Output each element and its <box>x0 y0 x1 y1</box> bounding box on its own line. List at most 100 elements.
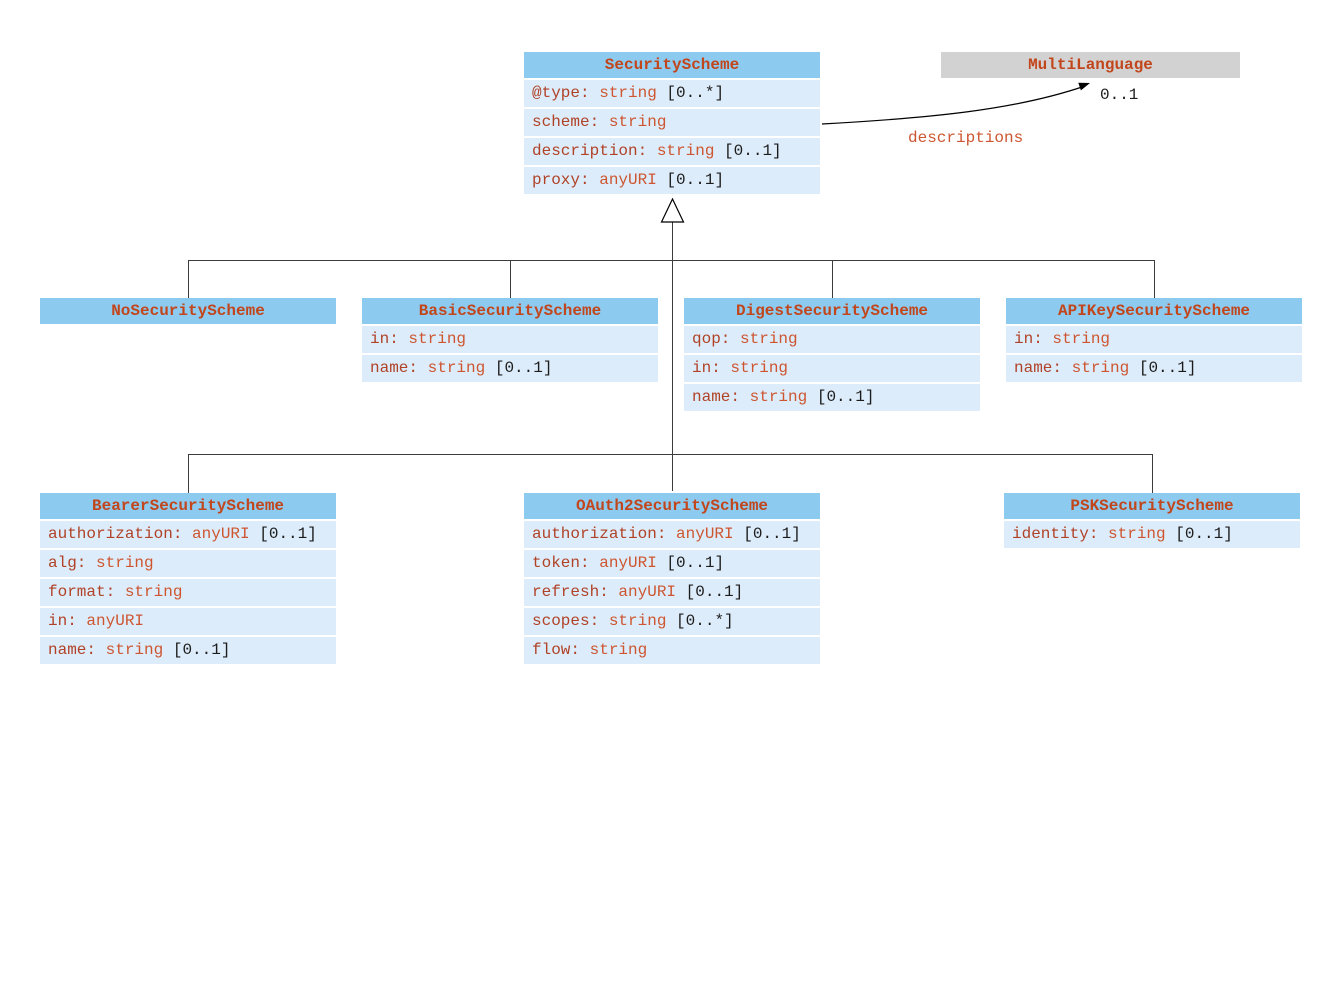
attribute-cardinality: [0..1] <box>163 641 231 659</box>
attribute-name: description: <box>532 142 648 160</box>
attribute-type: anyURI <box>182 525 250 543</box>
class-title: NoSecurityScheme <box>40 298 336 324</box>
attribute-cardinality: [0..1] <box>1165 525 1233 543</box>
attribute-type: string <box>589 84 657 102</box>
attribute-type: anyURI <box>608 583 677 601</box>
inheritance-connectors <box>187 222 1156 493</box>
association-arrowhead-icon <box>1078 82 1090 91</box>
attribute-name: authorization: <box>48 525 183 543</box>
attribute-type: string <box>599 113 667 131</box>
attribute-row: authorization: anyURI [0..1] <box>524 521 820 548</box>
attribute-name: name: <box>48 641 97 659</box>
class-bearer-security-scheme: BearerSecurityScheme authorization: anyU… <box>40 493 336 666</box>
attribute-type: string <box>1042 330 1111 348</box>
association-arrow <box>821 85 1086 125</box>
attribute-row: in: string <box>1006 326 1302 353</box>
attribute-row: authorization: anyURI [0..1] <box>40 521 336 548</box>
attribute-type: string <box>730 330 798 348</box>
attribute-cardinality: [0..1] <box>733 525 801 543</box>
attribute-type: string <box>115 583 183 601</box>
attribute-list: identity: string [0..1] <box>1004 521 1300 548</box>
attribute-type: string <box>647 142 715 160</box>
attribute-row: identity: string [0..1] <box>1004 521 1300 548</box>
attribute-row: in: string <box>684 355 980 382</box>
attribute-type: string <box>1098 525 1166 543</box>
attribute-name: name: <box>1014 359 1063 377</box>
attribute-row: in: string <box>362 326 658 353</box>
class-security-scheme: SecurityScheme @type: string [0..*]schem… <box>524 52 820 196</box>
attribute-row: name: string [0..1] <box>684 384 980 411</box>
attribute-name: in: <box>48 612 77 630</box>
attribute-row: proxy: anyURI [0..1] <box>524 167 820 194</box>
attribute-name: proxy: <box>532 171 590 189</box>
class-no-security-scheme: NoSecurityScheme <box>40 298 336 326</box>
class-title: BasicSecurityScheme <box>362 298 658 324</box>
attribute-type: anyURI <box>76 612 145 630</box>
attribute-type: string <box>96 641 164 659</box>
attribute-name: flow: <box>532 641 581 659</box>
class-multi-language: MultiLanguage <box>941 52 1240 80</box>
association-label: descriptions <box>908 129 1024 147</box>
class-psk-security-scheme: PSKSecurityScheme identity: string [0..1… <box>1004 493 1300 550</box>
attribute-row: @type: string [0..*] <box>524 80 820 107</box>
attribute-list: in: string name: string [0..1] <box>362 326 658 382</box>
attribute-row: scheme: string <box>524 109 820 136</box>
attribute-type: string <box>599 612 667 630</box>
attribute-name: in: <box>1014 330 1043 348</box>
attribute-type: string <box>398 330 467 348</box>
attribute-name: format: <box>48 583 116 601</box>
attribute-cardinality: [0..1] <box>485 359 553 377</box>
class-title: SecurityScheme <box>524 52 820 78</box>
attribute-name: qop: <box>692 330 731 348</box>
attribute-type: anyURI <box>589 554 657 572</box>
class-title: OAuth2SecurityScheme <box>524 493 820 519</box>
attribute-row: refresh: anyURI [0..1] <box>524 579 820 606</box>
attribute-row: flow: string <box>524 637 820 664</box>
attribute-cardinality: [0..1] <box>656 171 725 189</box>
attribute-type: string <box>86 554 154 572</box>
attribute-type: string <box>418 359 486 377</box>
attribute-name: scopes: <box>532 612 600 630</box>
attribute-row: name: string [0..1] <box>40 637 336 664</box>
attribute-cardinality: [0..1] <box>249 525 317 543</box>
attribute-name: in: <box>692 359 721 377</box>
attribute-cardinality: [0..1] <box>656 554 725 572</box>
attribute-type: anyURI <box>589 171 657 189</box>
attribute-row: description: string [0..1] <box>524 138 820 165</box>
class-title: APIKeySecurityScheme <box>1006 298 1302 324</box>
attribute-type: anyURI <box>666 525 734 543</box>
attribute-name: alg: <box>48 554 87 572</box>
class-title: PSKSecurityScheme <box>1004 493 1300 519</box>
attribute-name: identity: <box>1012 525 1099 543</box>
attribute-row: alg: string <box>40 550 336 577</box>
association-multiplicity: 0..1 <box>1100 86 1139 104</box>
attribute-row: name: string [0..1] <box>1006 355 1302 382</box>
attribute-cardinality: [0..1] <box>676 583 744 601</box>
attribute-cardinality: [0..1] <box>714 142 782 160</box>
class-oauth2-security-scheme: OAuth2SecurityScheme authorization: anyU… <box>524 493 820 666</box>
attribute-name: authorization: <box>532 525 667 543</box>
attribute-cardinality: [0..*] <box>656 84 725 102</box>
attribute-name: name: <box>692 388 741 406</box>
attribute-name: @type: <box>532 84 590 102</box>
class-title: MultiLanguage <box>941 52 1240 78</box>
attribute-type: string <box>1062 359 1130 377</box>
class-basic-security-scheme: BasicSecurityScheme in: string name: stri… <box>362 298 658 384</box>
attribute-cardinality: [0..1] <box>1129 359 1197 377</box>
attribute-cardinality: [0..*] <box>666 612 734 630</box>
attribute-type: string <box>580 641 648 659</box>
attribute-name: token: <box>532 554 590 572</box>
class-title: DigestSecurityScheme <box>684 298 980 324</box>
class-title: BearerSecurityScheme <box>40 493 336 519</box>
attribute-row: in: anyURI <box>40 608 336 635</box>
attribute-name: name: <box>370 359 419 377</box>
inheritance-triangle-icon <box>660 197 685 223</box>
attribute-name: refresh: <box>532 583 609 601</box>
attribute-row: qop: string <box>684 326 980 353</box>
